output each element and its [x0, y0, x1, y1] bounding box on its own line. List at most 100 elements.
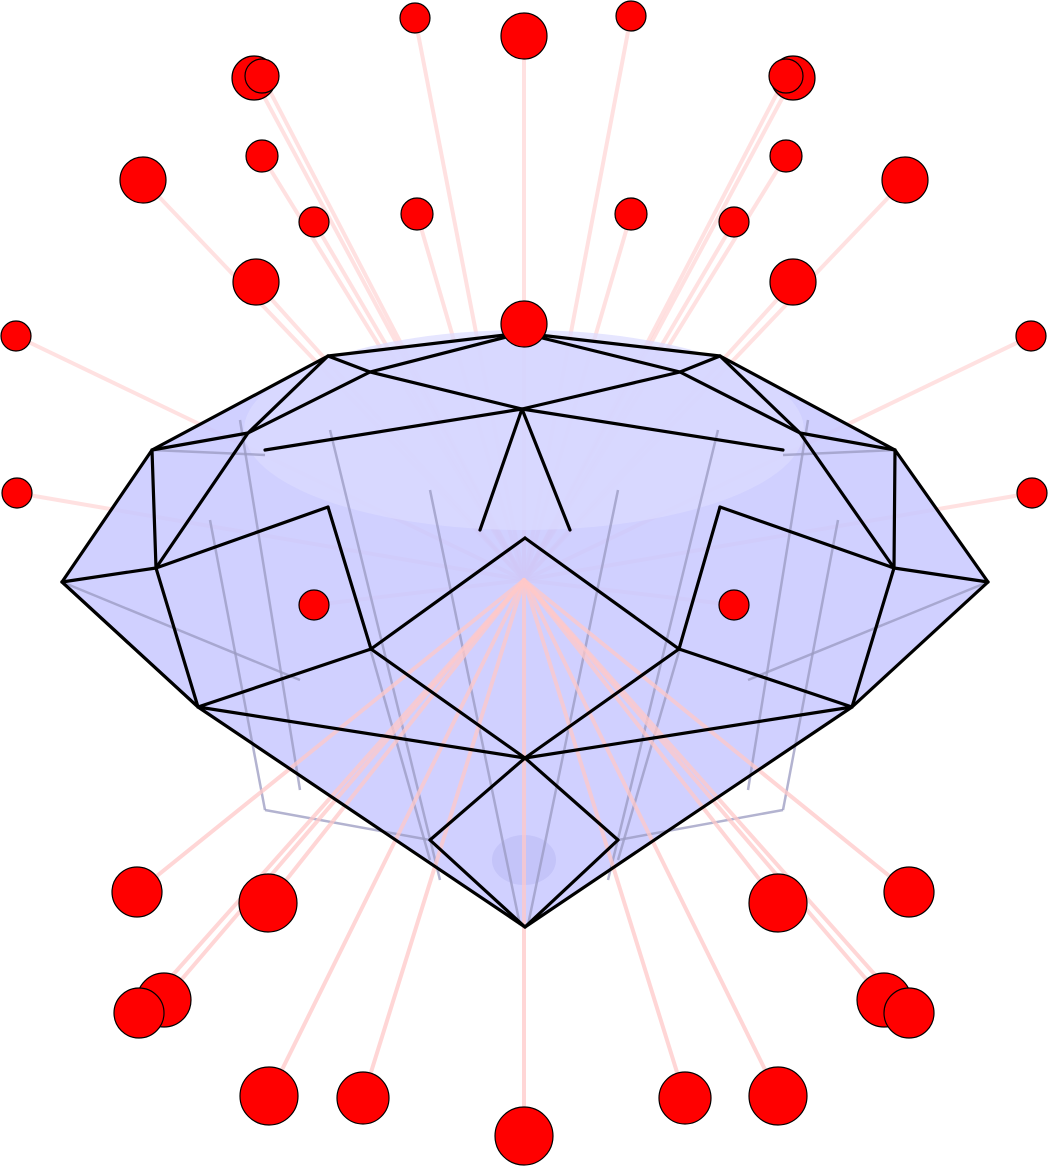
- vertex-marker: [614, 197, 648, 231]
- polyhedron-edge: [326, 505, 373, 651]
- polyhedron-edge: [892, 566, 990, 584]
- polyhedron-edge: [892, 448, 897, 570]
- vertex-marker: [232, 258, 280, 306]
- hidden-edge: [526, 489, 620, 926]
- polyhedron-edge: [520, 331, 722, 358]
- vertex-ray: [267, 578, 526, 1098]
- vertex-marker: [1015, 320, 1047, 352]
- polyhedron-edge: [150, 431, 250, 452]
- polyhedron-edge: [678, 370, 802, 435]
- polyhedron-edge: [60, 448, 154, 584]
- vertex-marker: [400, 197, 434, 231]
- polyhedron-edge: [520, 407, 785, 452]
- polyhedron-edge: [523, 756, 620, 842]
- vertex-ray: [361, 578, 526, 1100]
- vertex-marker: [244, 58, 280, 94]
- polyhedron-edge: [154, 566, 200, 709]
- polyhedron-edge: [523, 536, 681, 651]
- visible-edges-group: [60, 331, 990, 929]
- polyhedron-edge: [150, 354, 330, 452]
- polyhedron-edge: [478, 407, 524, 532]
- polyhedron-edge: [196, 647, 373, 709]
- vertex-marker: [718, 589, 750, 621]
- hidden-edge: [368, 647, 432, 861]
- polyhedron-edge: [718, 354, 802, 435]
- vertex-marker: [883, 987, 935, 1039]
- polyhedron-edge: [850, 566, 896, 709]
- vertex-marker: [1, 477, 33, 509]
- polyhedron-edge: [368, 331, 524, 374]
- polyhedron-edge: [196, 705, 527, 760]
- hidden-edge: [61, 580, 301, 682]
- vertex-ray: [522, 578, 911, 894]
- vertex-marker: [298, 206, 330, 238]
- vertex-marker: [748, 1066, 808, 1126]
- polyhedron-edge: [369, 647, 527, 760]
- polyhedron-edge: [263, 407, 524, 452]
- vertex-marker: [615, 0, 647, 32]
- vertex-ray: [522, 578, 780, 905]
- polyhedron-edge: [523, 705, 854, 929]
- polyhedron-edge: [326, 354, 372, 374]
- hidden-edge: [208, 519, 267, 811]
- vertex-marker: [111, 866, 163, 918]
- polyhedron-edge: [246, 354, 330, 435]
- polyhedron-edge: [326, 331, 524, 358]
- vertex-marker: [0, 320, 32, 352]
- polyhedron-top-face: [244, 330, 804, 530]
- rays-front-group: [135, 578, 911, 1138]
- polyhedron-edge: [428, 838, 527, 929]
- hidden-edge: [606, 429, 720, 881]
- vertex-marker: [1016, 477, 1048, 509]
- hidden-edge: [617, 808, 784, 842]
- hidden-edge: [616, 647, 682, 861]
- hidden-edge: [238, 419, 302, 791]
- vertex-marker: [748, 873, 808, 933]
- polyhedron-edge: [718, 354, 897, 452]
- vertex-marker: [399, 2, 431, 34]
- polyhedron-edge: [520, 370, 682, 411]
- vertex-marker: [658, 1071, 712, 1125]
- vertex-marker: [119, 156, 167, 204]
- polyhedron-edge: [523, 647, 681, 760]
- vertex-marker: [500, 12, 548, 60]
- vertex-ray: [266, 578, 526, 905]
- polyhedron-edge: [60, 580, 200, 709]
- polyhedron-edge: [798, 431, 896, 570]
- hidden-edge: [747, 580, 989, 682]
- vertex-marker: [494, 1106, 554, 1166]
- hidden-edges-group: [61, 419, 989, 926]
- polyhedron-edge: [150, 448, 158, 570]
- polyhedron-edge: [718, 505, 896, 570]
- vertex-marker: [298, 589, 330, 621]
- vertex-marker: [769, 258, 817, 306]
- hidden-edge: [428, 489, 522, 926]
- polyhedron-edge: [520, 407, 572, 532]
- polyhedron-edge: [428, 756, 527, 842]
- vertex-ray: [522, 578, 780, 1098]
- vertex-marker: [113, 987, 165, 1039]
- polyhedron-edge: [520, 331, 682, 374]
- vertex-marker: [245, 139, 279, 173]
- vertex-marker: [881, 156, 929, 204]
- polyhedron-edge: [678, 354, 722, 374]
- hidden-edge: [328, 429, 442, 881]
- vertex-marker: [238, 873, 298, 933]
- vertex-ray: [522, 578, 687, 1100]
- polyhedron-edge: [369, 536, 527, 651]
- vertex-ray: [135, 578, 526, 894]
- hidden-edge: [264, 808, 431, 842]
- polyhedron-edge: [368, 370, 524, 411]
- hidden-edge: [151, 448, 266, 457]
- polyhedron-edge: [850, 580, 990, 709]
- polyhedron-edge: [893, 448, 990, 584]
- hidden-edge: [782, 448, 896, 457]
- vertex-marker: [239, 1066, 299, 1126]
- vertex-marker: [718, 206, 750, 238]
- vertex-marker: [768, 58, 804, 94]
- vertex-marker: [769, 139, 803, 173]
- polyhedron-edge: [60, 566, 158, 584]
